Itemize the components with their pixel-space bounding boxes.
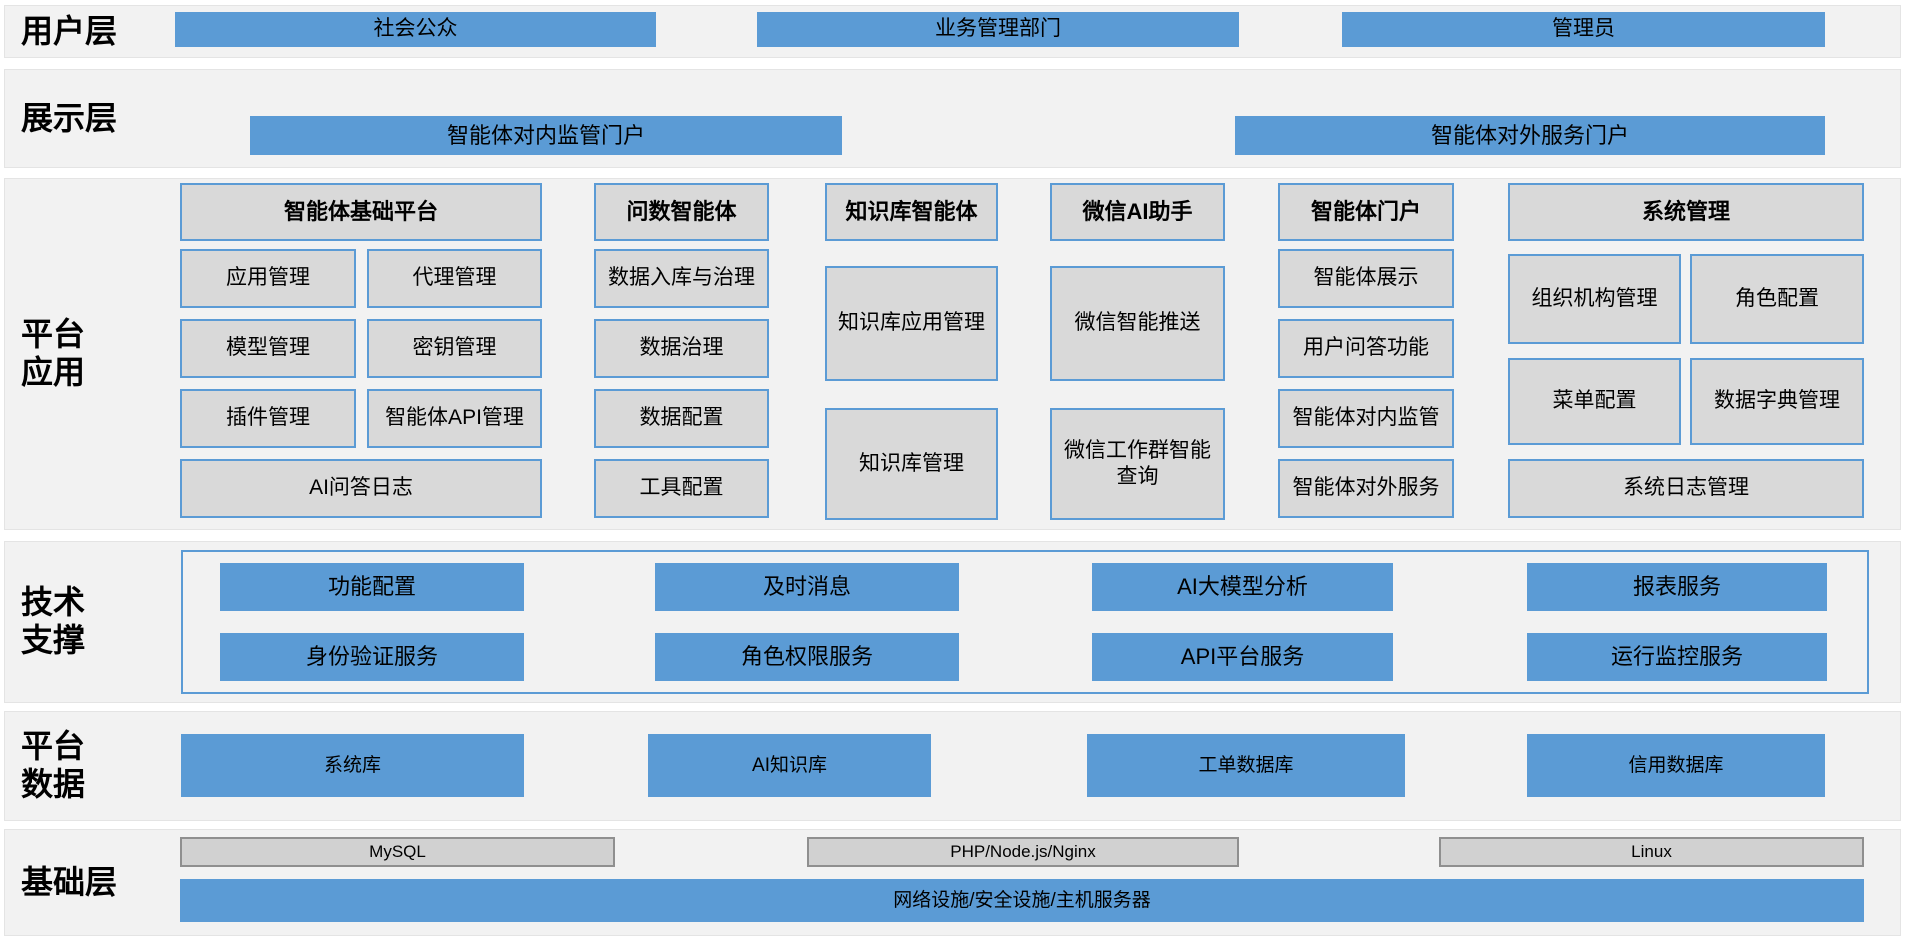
node-report-service: 报表服务 xyxy=(1527,563,1827,611)
node-ticket-db: 工单数据库 xyxy=(1087,734,1405,797)
node-kb-mgmt: 知识库管理 xyxy=(825,408,998,520)
node-agent-internal-monitor: 智能体对内监管 xyxy=(1278,389,1454,448)
node-identity-service: 身份验证服务 xyxy=(220,633,524,681)
node-external-portal: 智能体对外服务门户 xyxy=(1235,116,1825,155)
node-kb-agent-header: 知识库智能体 xyxy=(825,183,998,241)
node-agent-api-mgmt: 智能体API管理 xyxy=(367,389,542,448)
node-agent-portal-header: 智能体门户 xyxy=(1278,183,1454,241)
node-api-platform-service: API平台服务 xyxy=(1092,633,1393,681)
layer-tech-support: 技术 支撑 功能配置 及时消息 AI大模型分析 报表服务 身份验证服务 角色权限… xyxy=(4,541,1901,703)
layer-platform-data-label: 平台 数据 xyxy=(21,728,86,802)
node-ai-kb: AI知识库 xyxy=(648,734,931,797)
node-instant-msg: 及时消息 xyxy=(655,563,959,611)
layer-tech-support-label: 技术 支撑 xyxy=(21,584,86,658)
node-mysql: MySQL xyxy=(180,837,615,867)
layer-platform-data: 平台 数据 系统库 AI知识库 工单数据库 信用数据库 xyxy=(4,711,1901,821)
node-data-ingest-govern: 数据入库与治理 xyxy=(594,249,769,308)
node-tool-config: 工具配置 xyxy=(594,459,769,518)
layer-infrastructure-label: 基础层 xyxy=(21,863,118,900)
node-org-mgmt: 组织机构管理 xyxy=(1508,254,1681,344)
node-key-mgmt: 密钥管理 xyxy=(367,319,542,378)
node-app-mgmt: 应用管理 xyxy=(180,249,356,308)
node-role-config: 角色配置 xyxy=(1690,254,1864,344)
layer-platform-app: 平台 应用 智能体基础平台 应用管理 代理管理 模型管理 密钥管理 插件管理 智… xyxy=(4,178,1901,530)
node-wechat-group-query: 微信工作群智能查询 xyxy=(1050,408,1225,520)
node-internal-portal: 智能体对内监管门户 xyxy=(250,116,842,155)
node-ai-qa-log: AI问答日志 xyxy=(180,459,542,518)
node-wechat-push: 微信智能推送 xyxy=(1050,266,1225,381)
node-data-govern: 数据治理 xyxy=(594,319,769,378)
layer-user-label: 用户层 xyxy=(21,12,118,49)
node-agent-display: 智能体展示 xyxy=(1278,249,1454,308)
node-func-config: 功能配置 xyxy=(220,563,524,611)
node-sys-log-mgmt: 系统日志管理 xyxy=(1508,459,1864,518)
node-wechat-ai-header: 微信AI助手 xyxy=(1050,183,1225,241)
node-model-mgmt: 模型管理 xyxy=(180,319,356,378)
node-dict-mgmt: 数据字典管理 xyxy=(1690,358,1864,445)
node-agent-external-service: 智能体对外服务 xyxy=(1278,459,1454,518)
layer-display: 展示层 智能体对内监管门户 智能体对外服务门户 xyxy=(4,69,1901,168)
node-user-qa: 用户问答功能 xyxy=(1278,319,1454,378)
node-agent-platform-header: 智能体基础平台 xyxy=(180,183,542,241)
node-system-db: 系统库 xyxy=(181,734,524,797)
node-sys-mgmt-header: 系统管理 xyxy=(1508,183,1864,241)
node-kb-app-mgmt: 知识库应用管理 xyxy=(825,266,998,381)
node-ai-llm-analysis: AI大模型分析 xyxy=(1092,563,1393,611)
node-monitor-service: 运行监控服务 xyxy=(1527,633,1827,681)
node-role-perm-service: 角色权限服务 xyxy=(655,633,959,681)
node-proxy-mgmt: 代理管理 xyxy=(367,249,542,308)
node-menu-config: 菜单配置 xyxy=(1508,358,1681,445)
node-credit-db: 信用数据库 xyxy=(1527,734,1825,797)
layer-display-label: 展示层 xyxy=(21,99,118,136)
layer-platform-app-label: 平台 应用 xyxy=(21,316,86,390)
node-linux: Linux xyxy=(1439,837,1864,867)
node-plugin-mgmt: 插件管理 xyxy=(180,389,356,448)
node-business-dept: 业务管理部门 xyxy=(757,12,1239,47)
node-admin: 管理员 xyxy=(1342,12,1825,47)
node-public: 社会公众 xyxy=(175,12,656,47)
layer-infrastructure: 基础层 MySQL PHP/Node.js/Nginx Linux 网络设施/安… xyxy=(4,829,1901,936)
node-data-config: 数据配置 xyxy=(594,389,769,448)
node-php-node-nginx: PHP/Node.js/Nginx xyxy=(807,837,1239,867)
layer-user: 用户层 社会公众 业务管理部门 管理员 xyxy=(4,5,1901,58)
node-network-facilities: 网络设施/安全设施/主机服务器 xyxy=(180,879,1864,922)
tech-support-frame xyxy=(181,550,1869,694)
node-data-qa-agent-header: 问数智能体 xyxy=(594,183,769,241)
